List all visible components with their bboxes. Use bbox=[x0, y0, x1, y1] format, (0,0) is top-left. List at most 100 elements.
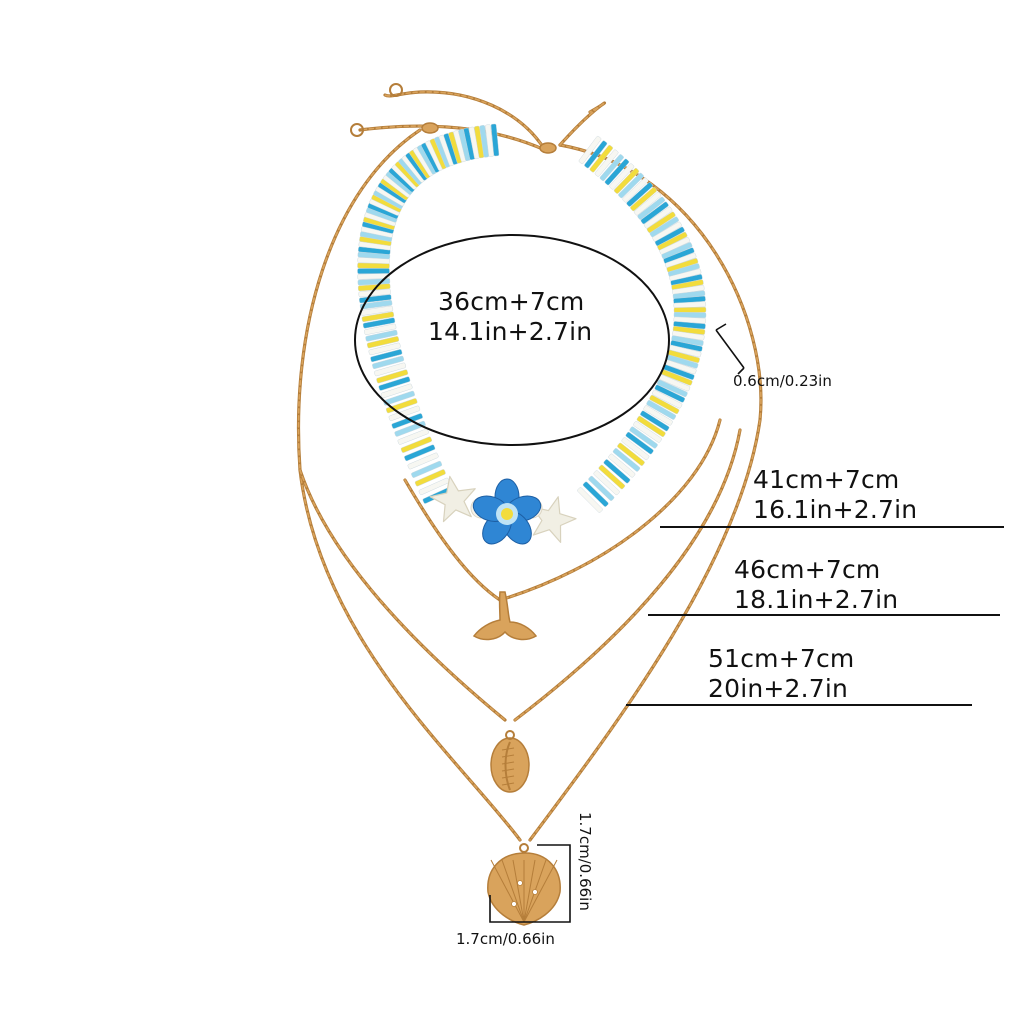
clay-bead bbox=[640, 410, 670, 432]
clay-bead bbox=[673, 306, 707, 314]
clay-bead bbox=[577, 487, 603, 513]
rhinestone-icon bbox=[532, 889, 538, 895]
clay-bead-choker bbox=[357, 123, 707, 513]
clay-bead bbox=[646, 211, 676, 233]
clay-bead bbox=[361, 311, 395, 323]
bail-ring-icon bbox=[519, 843, 529, 853]
chain2-length-cm: 46cm+7cm bbox=[734, 555, 881, 584]
clay-bead bbox=[490, 123, 500, 157]
clay-bead bbox=[621, 437, 650, 461]
clay-bead bbox=[372, 355, 405, 369]
clay-bead bbox=[378, 376, 411, 391]
choker-length-in: 14.1in+2.7in bbox=[428, 317, 593, 346]
clay-bead bbox=[374, 362, 407, 377]
clay-bead bbox=[411, 460, 443, 478]
clay-bead bbox=[640, 201, 669, 225]
clay-bead bbox=[582, 481, 609, 507]
chain3-length-cm: 51cm+7cm bbox=[708, 644, 855, 673]
clay-bead bbox=[594, 149, 619, 177]
clay-bead bbox=[608, 453, 636, 478]
lobster-clasp-icon bbox=[421, 122, 439, 134]
pendant-width-bracket bbox=[489, 895, 560, 923]
clay-bead bbox=[598, 464, 626, 490]
clay-bead bbox=[618, 172, 644, 199]
clay-bead bbox=[362, 317, 396, 329]
starfish-charm-icon bbox=[429, 475, 476, 523]
clay-bead bbox=[368, 342, 401, 356]
clay-bead bbox=[656, 379, 688, 397]
extender-top-2-links bbox=[559, 102, 606, 146]
chain2-length-in: 18.1in+2.7in bbox=[734, 585, 899, 614]
clay-bead bbox=[654, 226, 685, 247]
whale-tail-pendant-icon bbox=[472, 591, 538, 641]
clay-bead bbox=[380, 383, 413, 399]
scallop-ridge bbox=[490, 859, 525, 923]
jump-ring-icon bbox=[389, 83, 403, 97]
clay-bead bbox=[485, 124, 495, 157]
clay-bead bbox=[637, 196, 666, 220]
pendant-height-label: 1.7cm/0.66in bbox=[576, 812, 594, 911]
clay-bead bbox=[654, 384, 686, 403]
clay-bead bbox=[622, 177, 649, 203]
chain-41cm-left-links bbox=[404, 479, 501, 601]
clay-bead bbox=[651, 389, 683, 409]
lobster-clasp-icon bbox=[539, 142, 557, 154]
clay-bead bbox=[669, 344, 702, 358]
clay-bead bbox=[625, 431, 654, 455]
clay-bead bbox=[365, 329, 398, 342]
clay-bead bbox=[400, 436, 432, 453]
clay-bead bbox=[612, 448, 641, 472]
choker-size-oval bbox=[354, 234, 670, 446]
clay-bead bbox=[593, 470, 620, 496]
clay-bead bbox=[649, 216, 679, 238]
pendants bbox=[472, 591, 561, 926]
clay-bead bbox=[652, 221, 682, 242]
clay-bead bbox=[366, 336, 400, 349]
clay-bead bbox=[626, 182, 653, 207]
clay-bead bbox=[643, 206, 673, 229]
cowrie-teeth bbox=[501, 754, 515, 758]
clay-bead bbox=[370, 349, 403, 363]
chain-51cm-right bbox=[528, 143, 763, 842]
clay-bead bbox=[383, 390, 415, 406]
scallop-ridge bbox=[512, 859, 525, 923]
clay-bead bbox=[646, 400, 677, 420]
clay-bead bbox=[589, 145, 613, 173]
cowrie-slit bbox=[504, 741, 511, 791]
clay-bead bbox=[603, 459, 631, 484]
pendant-height-bracket bbox=[537, 844, 571, 923]
flower-center-icon bbox=[501, 508, 513, 520]
chain-51cm-left-links bbox=[297, 129, 521, 841]
clay-bead bbox=[588, 475, 615, 501]
chain-51cm-right-links bbox=[529, 144, 762, 841]
clay-bead bbox=[633, 421, 662, 443]
clay-bead bbox=[609, 163, 635, 190]
chain-46cm-right-links bbox=[514, 429, 741, 721]
clay-bead bbox=[599, 154, 624, 181]
clay-bead bbox=[629, 426, 658, 449]
charm-cluster bbox=[429, 475, 577, 545]
clay-bead bbox=[630, 187, 657, 212]
clay-bead bbox=[617, 442, 645, 466]
clay-bead bbox=[643, 405, 673, 426]
measurement-lines bbox=[354, 234, 1004, 923]
clay-bead bbox=[636, 415, 666, 437]
chain1-length-cm: 41cm+7cm bbox=[753, 465, 900, 494]
clay-bead bbox=[613, 168, 640, 194]
cowrie-teeth bbox=[501, 775, 515, 779]
clay-bead bbox=[364, 323, 397, 335]
cowrie-teeth bbox=[501, 761, 515, 765]
chain-46cm-left-links bbox=[299, 469, 506, 721]
clay-bead bbox=[407, 452, 439, 470]
jump-ring-icon bbox=[350, 123, 364, 137]
choker-length-cm: 36cm+7cm bbox=[438, 287, 585, 316]
bail-ring-icon bbox=[505, 730, 515, 740]
scallop-ridge bbox=[523, 859, 558, 923]
bead-width-label: 0.6cm/0.23in bbox=[733, 372, 832, 390]
chain3-length-in: 20in+2.7in bbox=[708, 674, 849, 703]
clay-bead bbox=[578, 136, 602, 164]
rhinestone-icon bbox=[517, 880, 523, 886]
clay-bead bbox=[359, 299, 393, 310]
